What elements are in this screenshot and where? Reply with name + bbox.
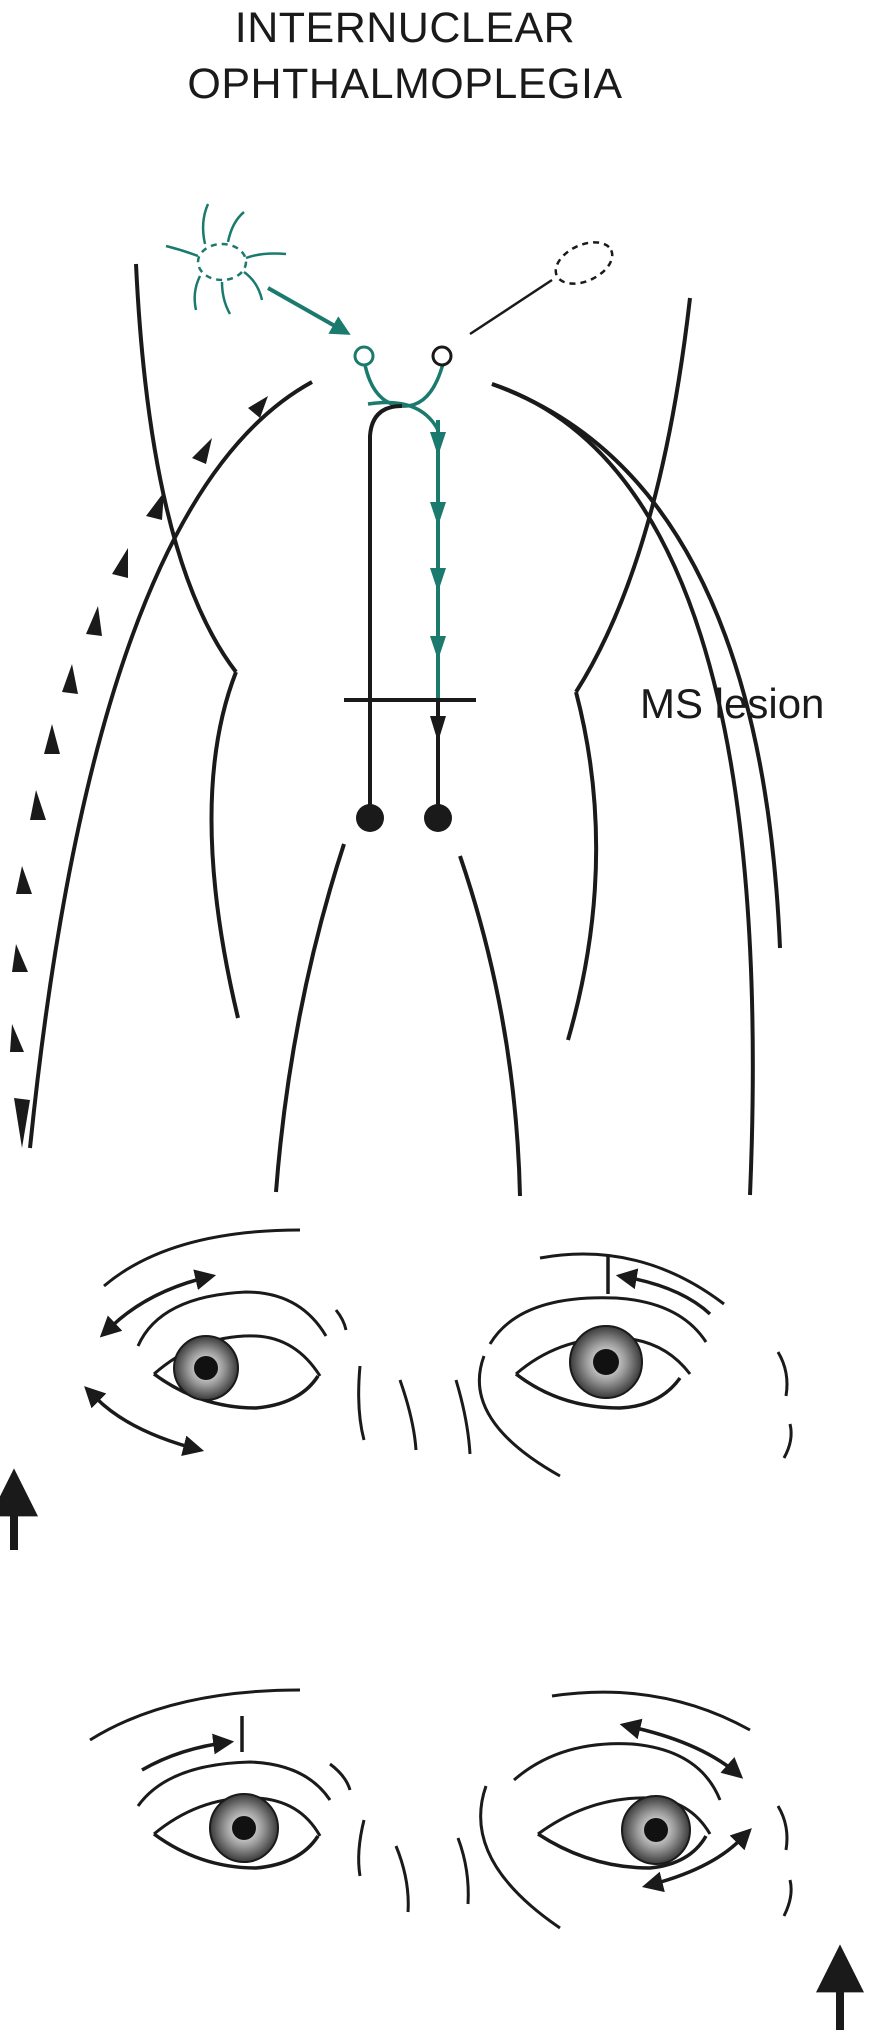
diagram-title: INTERNUCLEAR OPHTHALMOPLEGIA [0,0,810,112]
target-star-icon [165,203,287,315]
left-small-circle [353,345,375,367]
left-long-curve [28,380,313,1149]
eye-icon [173,1335,239,1401]
dashed-oval-icon [554,241,614,285]
left-nucleus-dot [356,804,384,832]
top-eye-arrows [84,1256,712,1456]
blocked-arrow-icon [430,716,446,742]
bottom-eyes [89,1688,793,1930]
left-mlf-path [368,404,403,808]
bottom-eye-arrows [141,1716,752,1893]
brain-outline [134,263,782,1197]
title-line-2: OPHTHALMOPLEGIA [187,60,623,108]
ms-lesion-label: MS lesion [640,680,825,727]
right-nucleus-dot [424,804,452,832]
green-mlf-arrows [430,432,446,660]
green-pointer-arrow [267,286,351,335]
left-curve-arrows [10,396,268,1148]
eye-icon [621,1795,691,1865]
eye-icon [569,1325,643,1399]
right-pointer-line [469,278,553,336]
eye-icon [209,1793,279,1863]
title-line-1: INTERNUCLEAR [234,4,576,52]
right-small-circle [431,345,453,367]
